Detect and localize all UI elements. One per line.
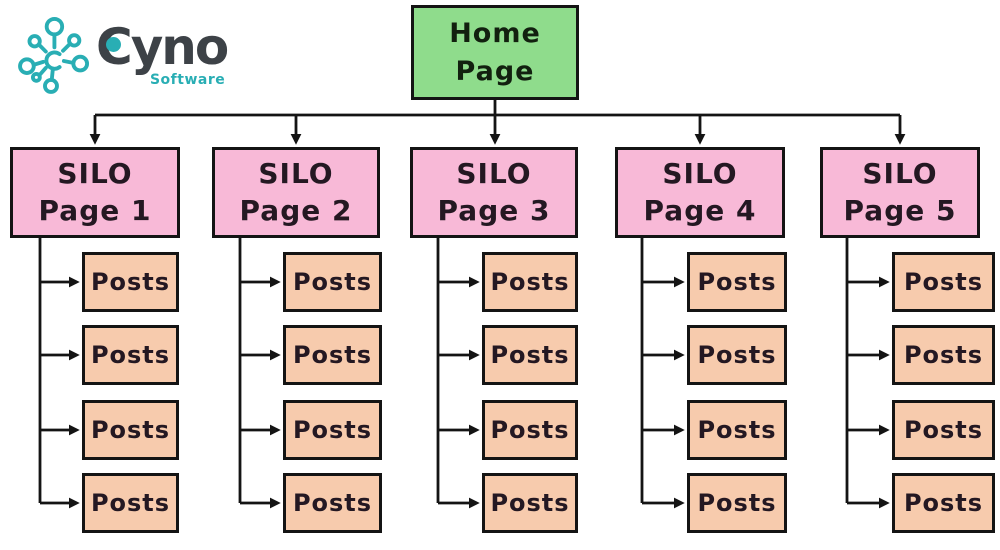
post-box: Posts [687, 252, 787, 312]
silo-3-title-line2: Page 3 [437, 193, 551, 227]
silo-5-title-line2: Page 5 [843, 193, 957, 227]
post-box: Posts [283, 473, 382, 533]
post-box: Posts [687, 400, 787, 460]
silo-page-4-label: SILO Page 4 [644, 156, 757, 230]
post-box: Posts [892, 400, 995, 460]
post-box: Posts [892, 252, 995, 312]
silo-page-1-box: SILO Page 1 [10, 147, 180, 238]
silo-page-3-box: SILO Page 3 [410, 147, 578, 238]
silo-page-2-box: SILO Page 2 [212, 147, 380, 238]
silo-1-title-line1: SILO [57, 156, 133, 190]
silo-3-title-line1: SILO [456, 156, 532, 190]
logo-network-icon [18, 16, 90, 94]
silo-5-title-line1: SILO [862, 156, 938, 190]
post-box: Posts [283, 252, 382, 312]
silo-page-5-box: SILO Page 5 [820, 147, 980, 238]
post-box: Posts [687, 473, 787, 533]
post-box: Posts [482, 400, 578, 460]
home-page-label-line1: Home [449, 18, 541, 50]
post-box: Posts [82, 473, 179, 533]
home-page-label-line2: Page [455, 55, 535, 87]
home-page-label: Home Page [449, 15, 541, 90]
logo-tagline-text: Software [149, 72, 226, 88]
home-page-box: Home Page [411, 5, 579, 100]
silo-4-title-line1: SILO [662, 156, 738, 190]
silo-page-3-label: SILO Page 3 [438, 156, 551, 230]
silo-page-5-label: SILO Page 5 [844, 156, 957, 230]
logo-c-dot-icon [106, 37, 121, 52]
logo-wordmark: Cyno Software [96, 6, 229, 88]
silo-page-2-label: SILO Page 2 [240, 156, 353, 230]
post-box: Posts [482, 325, 578, 385]
silo-1-title-line2: Page 1 [38, 193, 152, 227]
silo-2-title-line2: Page 2 [239, 193, 353, 227]
post-box: Posts [283, 400, 382, 460]
post-box: Posts [82, 325, 179, 385]
post-box: Posts [82, 252, 179, 312]
silo-page-1-label: SILO Page 1 [39, 156, 152, 230]
silo-4-title-line2: Page 4 [643, 193, 757, 227]
post-box: Posts [892, 473, 995, 533]
post-box: Posts [82, 400, 179, 460]
logo: Cyno Software [14, 6, 229, 104]
post-box: Posts [482, 473, 578, 533]
post-box: Posts [892, 325, 995, 385]
post-box: Posts [482, 252, 578, 312]
silo-page-4-box: SILO Page 4 [615, 147, 785, 238]
post-box: Posts [283, 325, 382, 385]
post-box: Posts [687, 325, 787, 385]
silo-2-title-line1: SILO [258, 156, 334, 190]
